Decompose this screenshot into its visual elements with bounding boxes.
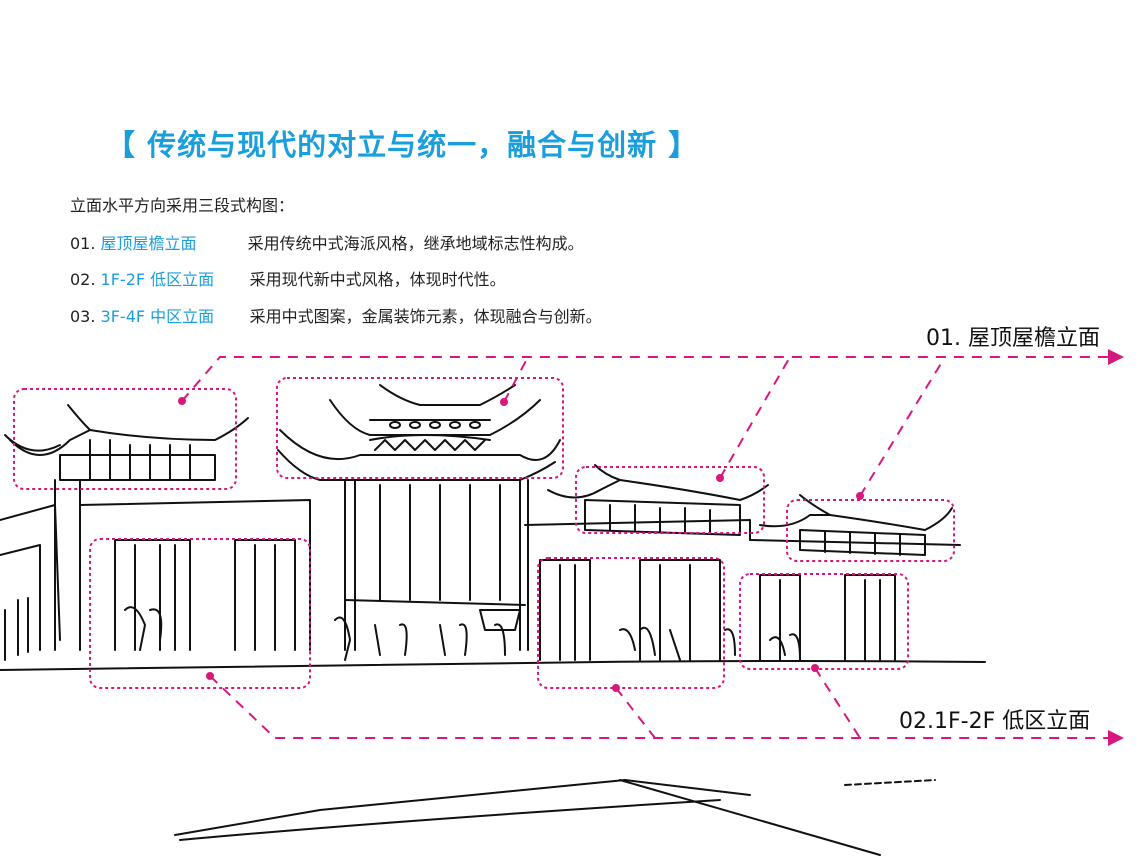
item-number: 01. [70, 234, 96, 253]
item-name: 1F-2F 低区立面 [100, 270, 215, 289]
roof-callout-box-4 [786, 499, 955, 562]
callout-dots [178, 397, 864, 692]
roof-callout-label: 01. 屋顶屋檐立面 [926, 326, 1100, 351]
low-callout-box-2 [537, 557, 725, 689]
low-callout-box-3 [739, 573, 909, 670]
list-item-mid-zone: 03. 3F-4F 中区立面 采用中式图案，金属装饰元素，体现融合与创新。 [70, 303, 602, 327]
roof-callout-box-1 [13, 388, 237, 490]
page-title: 【 传统与现代的对立与统一，融合与创新 】 [106, 128, 699, 162]
intro-text: 立面水平方向采用三段式构图： [70, 196, 295, 215]
callout-leaders [181, 349, 1124, 746]
list-item-roof: 01. 屋顶屋檐立面 采用传统中式海派风格，继承地域标志性构成。 [70, 230, 584, 254]
building-sketch [0, 384, 986, 856]
roof-callout-box-2 [276, 377, 564, 479]
item-name: 3F-4F 中区立面 [100, 307, 215, 326]
roof-callout-box-3 [575, 466, 765, 534]
item-number: 03. [70, 307, 96, 326]
item-number: 02. [70, 270, 96, 289]
low-zone-callout-label: 02.1F-2F 低区立面 [899, 709, 1091, 734]
item-description: 采用传统中式海派风格，继承地域标志性构成。 [247, 234, 584, 253]
callout-boxes [13, 377, 955, 689]
item-description: 采用中式图案，金属装饰元素，体现融合与创新。 [249, 307, 602, 326]
list-item-low-zone: 02. 1F-2F 低区立面 采用现代新中式风格，体现时代性。 [70, 266, 506, 290]
item-description: 采用现代新中式风格，体现时代性。 [249, 270, 506, 289]
item-name: 屋顶屋檐立面 [100, 234, 197, 253]
